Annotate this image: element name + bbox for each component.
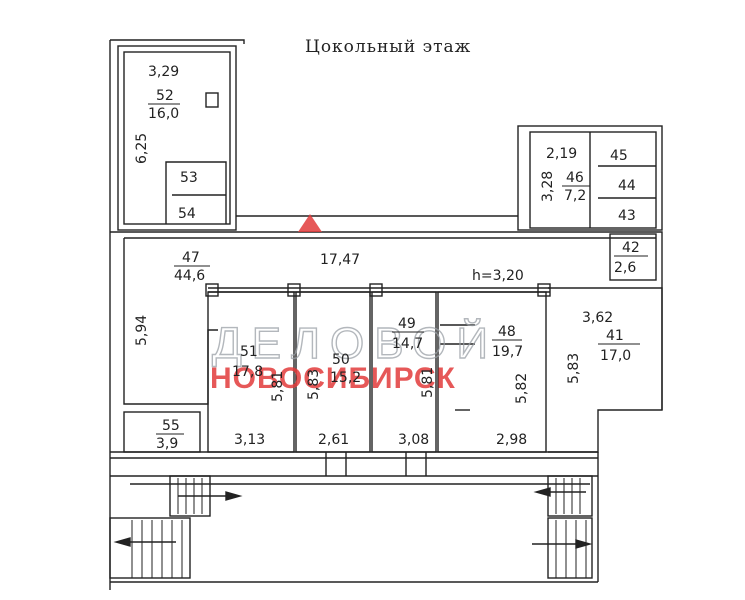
room-49-height: 5,81 [420, 367, 436, 398]
room-43-number: 43 [618, 208, 636, 224]
column [205, 92, 219, 108]
stairs-left-bottom [109, 517, 191, 579]
room-53-number: 53 [180, 170, 198, 186]
room-42-number: 42 [622, 240, 640, 256]
page-title: Цокольный этаж [305, 37, 471, 57]
room-51-number: 51 [240, 344, 258, 360]
room-41-width: 3,62 [582, 310, 613, 326]
corridor-length: 17,47 [320, 252, 360, 268]
column [287, 283, 301, 297]
room-52-area: 16,0 [148, 106, 179, 122]
room-52-width: 3,29 [148, 64, 179, 80]
stairs-right-top [547, 475, 593, 517]
column [205, 283, 219, 297]
room-46-width: 2,19 [546, 146, 577, 162]
room-48-height: 5,82 [514, 373, 530, 404]
room-48-number: 48 [498, 324, 516, 340]
wall-room-46 [517, 125, 663, 231]
room-41-number: 41 [606, 328, 624, 344]
outer-wall-left-block [110, 39, 245, 44]
room-52-number: 52 [156, 88, 174, 104]
room-55-area: 3,9 [156, 436, 178, 452]
column [369, 283, 383, 297]
room-55-number: 55 [162, 418, 180, 434]
room-54-number: 54 [178, 206, 196, 222]
ceiling-height: h=3,20 [472, 268, 524, 284]
wall-room-46-inner [529, 131, 657, 229]
room-47-number: 47 [182, 250, 200, 266]
room-47-height: 5,94 [134, 315, 150, 346]
room-41-height: 5,83 [566, 353, 582, 384]
room-48-area: 19,7 [492, 344, 523, 360]
watermark-bottom: НОВОСИБИРСК [210, 362, 456, 395]
room-45-number: 45 [610, 148, 628, 164]
room-49-width: 3,08 [398, 432, 429, 448]
wall-room-52-inner [123, 51, 231, 225]
room-46-area: 7,2 [564, 188, 586, 204]
watermark-top: ДЕЛОВОЙ [212, 317, 498, 368]
wall-room-52 [117, 45, 237, 231]
column [537, 283, 551, 297]
room-52-height: 6,25 [134, 133, 150, 164]
room-49-number: 49 [398, 316, 416, 332]
room-51-width: 3,13 [234, 432, 265, 448]
room-50-area: 15,2 [330, 370, 361, 386]
room-50-number: 50 [332, 352, 350, 368]
room-51-height: 5,81 [270, 371, 286, 402]
wall-room-42 [609, 233, 657, 281]
room-46-height: 3,28 [540, 171, 556, 202]
room-50-height: 5,83 [306, 369, 322, 400]
room-50-width: 2,61 [318, 432, 349, 448]
room-48-width: 2,98 [496, 432, 527, 448]
wall-room-53 [165, 161, 227, 224]
watermark-logo-triangle [298, 214, 322, 232]
room-49-area: 14,7 [392, 336, 423, 352]
room-46-number: 46 [566, 170, 584, 186]
room-44-number: 44 [618, 178, 636, 194]
room-47-area: 44,6 [174, 268, 205, 284]
room-51-area: 17,8 [232, 364, 263, 380]
room-42-area: 2,6 [614, 260, 636, 276]
room-41-area: 17,0 [600, 348, 631, 364]
stairs-right-bottom [547, 517, 593, 579]
